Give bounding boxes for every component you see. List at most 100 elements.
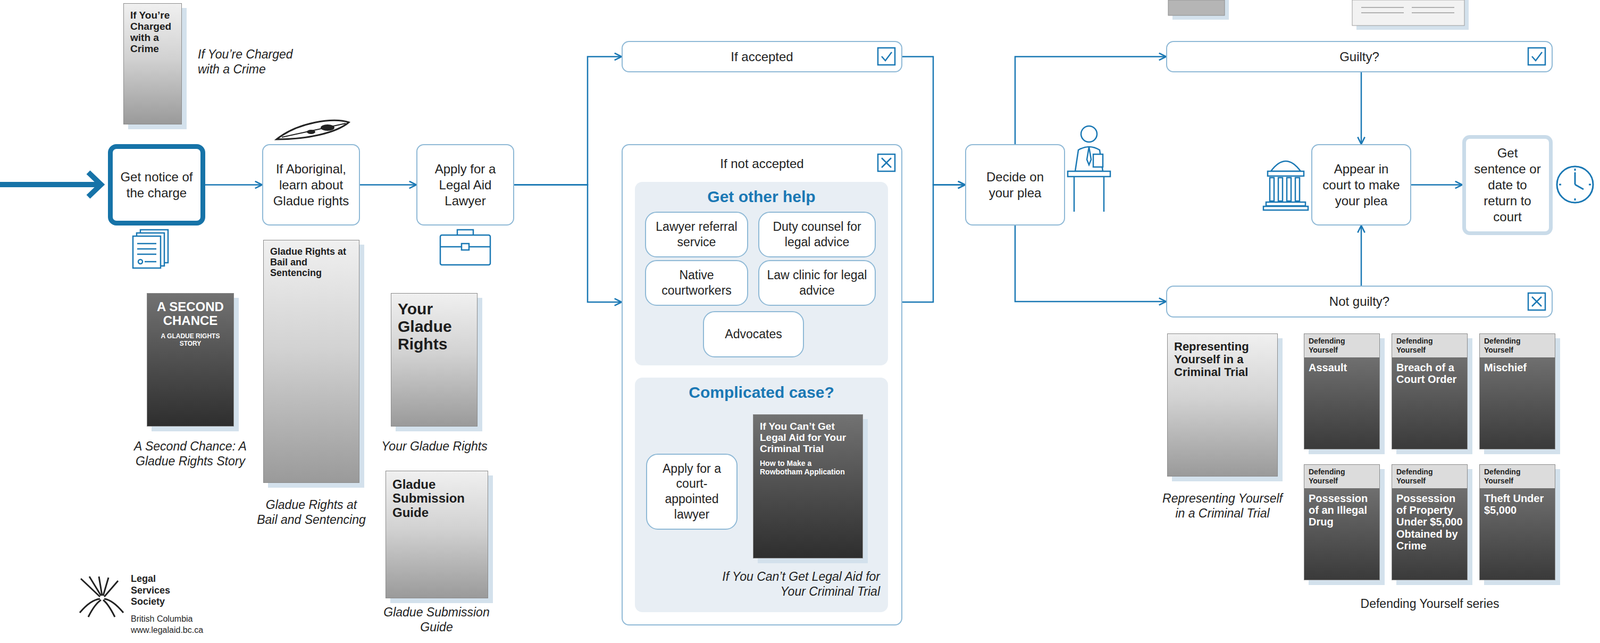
series-name: Defending Yourself <box>1392 464 1468 489</box>
flow-connector <box>1360 225 1363 286</box>
node-text: Get notice of the charge <box>120 169 194 201</box>
cover-title: Gladue Rights at Bail and Sentencing <box>270 246 353 279</box>
person-at-podium-icon <box>1093 154 1103 167</box>
cover-title: If You’re Charged with a Crime <box>130 10 175 55</box>
cover-title: If You Can’t Get Legal Aid for Your Crim… <box>759 421 857 455</box>
cover-title: Assault <box>1304 357 1380 378</box>
sub-panel: Complicated case? Apply for a court-appoi… <box>634 377 889 613</box>
caption: Representing Yourself in a Criminal Tria… <box>1158 490 1287 521</box>
node-text: Appear in court to make your plea <box>1319 161 1403 209</box>
booklet-cover: Representing Yourself in a Criminal Tria… <box>1167 333 1278 477</box>
cover-title: Theft Under $5,000 <box>1479 488 1555 521</box>
partial-cover <box>1168 0 1225 16</box>
node-text: If Aboriginal, learn about Gladue rights <box>270 161 352 209</box>
logo-mark <box>80 578 100 597</box>
caption: If You’re Charged with a Crime <box>197 46 305 77</box>
courthouse-icon <box>1267 171 1304 177</box>
option-box: Advocates <box>702 311 804 358</box>
document-icon <box>137 253 157 256</box>
logo-mark <box>79 598 100 613</box>
node-text: Not guilty? <box>1329 293 1390 310</box>
logo-mark <box>104 598 124 613</box>
cross-icon <box>1528 292 1546 311</box>
option-box: Apply for a court-appointed lawyer <box>646 453 738 530</box>
series-name: Defending Yourself <box>1479 333 1555 358</box>
cover-title: Your Gladue Rights <box>397 299 471 353</box>
partial-cover <box>1361 6 1404 8</box>
check-icon <box>877 47 895 65</box>
branch-bar: Guilty? <box>1166 40 1553 73</box>
courthouse-icon <box>1266 202 1306 206</box>
clock-icon <box>1559 183 1562 186</box>
cross-icon <box>877 154 895 172</box>
check-icon <box>1531 52 1543 61</box>
option-text: Apply for a court-appointed lawyer <box>652 461 732 523</box>
clock-icon <box>1574 168 1577 171</box>
person-at-podium-icon <box>1067 171 1111 177</box>
caption: Gladue Submission Guide <box>372 604 501 635</box>
booklet-cover: Defending YourselfBreach of a Court Orde… <box>1391 333 1468 450</box>
clock-icon <box>1556 166 1594 203</box>
booklet-cover: Defending YourselfAssault <box>1303 333 1380 450</box>
booklet-cover: If You’re Charged with a CrimeIf You’re … <box>123 3 182 125</box>
cover-title: Mischief <box>1479 357 1555 378</box>
series-name: Defending Yourself <box>1479 464 1555 489</box>
option-text: Native courtworkers <box>651 267 742 299</box>
booklet-cover: Defending YourselfTheft Under $5,000 <box>1479 464 1556 581</box>
clock-icon <box>1574 198 1577 201</box>
courthouse-icon <box>1295 177 1300 201</box>
courthouse-icon <box>1263 161 1309 211</box>
clock-icon <box>1556 166 1594 203</box>
process-box: If Aboriginal, learn about Gladue rights <box>262 144 360 226</box>
logo-mark <box>98 576 103 596</box>
booklet-cover: Defending YourselfMischief <box>1479 333 1556 450</box>
cover-title: Possession of an Illegal Drug <box>1304 488 1380 533</box>
entry-arrow <box>88 172 102 197</box>
group-panel: If not acceptedGet other helpLawyer refe… <box>621 144 903 626</box>
partial-cover <box>1411 12 1455 14</box>
cross-icon <box>1531 296 1542 307</box>
booklet-cover: A SECOND CHANCEA GLADUE RIGHTS STORYA Se… <box>146 292 234 427</box>
clock-icon <box>1575 184 1584 190</box>
flow-connector <box>359 183 417 186</box>
document-icon <box>137 248 157 250</box>
series-name: Defending Yourself <box>1392 333 1468 358</box>
flow-connector <box>514 185 622 303</box>
panel-heading: Get other help <box>707 187 816 207</box>
panel-heading: Complicated case? <box>688 382 834 402</box>
feather-icon <box>320 124 335 131</box>
booklet-cover: Gladue Rights at Bail and SentencingGlad… <box>263 239 360 483</box>
option-text: Law clinic for legal advice <box>764 267 870 299</box>
document-icon <box>132 229 169 268</box>
briefcase-icon <box>457 229 474 236</box>
option-text: Duty counsel for legal advice <box>764 219 870 250</box>
courthouse-icon <box>1286 177 1292 201</box>
person-at-podium-icon <box>1075 146 1103 172</box>
cross-icon <box>877 154 1546 311</box>
cover-title: Representing Yourself in a Criminal Tria… <box>1174 340 1271 380</box>
briefcase-icon <box>440 229 491 265</box>
clock-icon <box>1574 172 1577 185</box>
document-icon <box>137 243 157 245</box>
option-box: Law clinic for legal advice <box>758 260 876 306</box>
check-icon <box>877 47 1546 65</box>
person-at-podium-icon <box>1086 146 1092 165</box>
caption: If You Can’t Get Legal Aid for Your Crim… <box>704 568 881 599</box>
option-box: Duty counsel for legal advice <box>758 211 876 258</box>
feather-icon <box>281 123 346 138</box>
option-text: Lawyer referral service <box>651 219 742 250</box>
branch-bar: Not guilty? <box>1166 285 1553 318</box>
courthouse-icon <box>1269 177 1275 201</box>
check-icon <box>1528 47 1546 65</box>
caption: Gladue Rights at Bail and Sentencing <box>254 497 369 527</box>
booklet-cover: Gladue Submission GuideGladue Submission… <box>385 470 489 599</box>
entry-arrow <box>0 181 99 188</box>
person-at-podium-icon <box>1103 176 1105 212</box>
series-name: Defending Yourself <box>1304 333 1380 358</box>
flow-connector <box>902 56 966 186</box>
courthouse-icon <box>1270 161 1301 172</box>
process-box: Decide on your plea <box>965 144 1066 226</box>
process-box: Get sentence or date to return to court <box>1462 135 1553 236</box>
node-text: Guilty? <box>1339 48 1380 65</box>
feather-icon <box>276 120 349 140</box>
